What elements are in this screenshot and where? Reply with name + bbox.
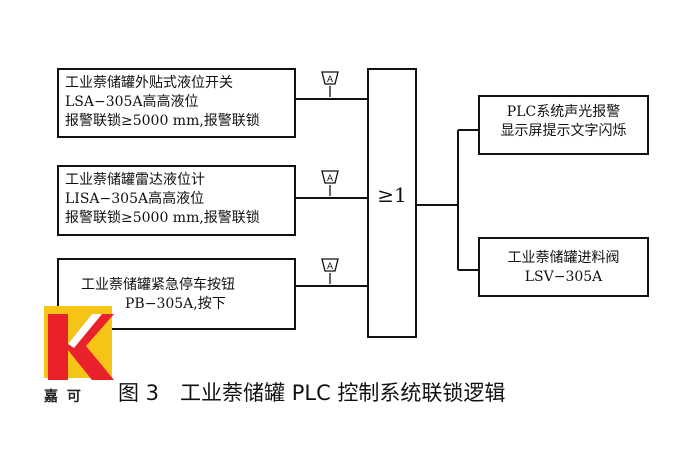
input-text: PB−305A,按下 [125, 296, 226, 312]
input-text: 工业萘储罐紧急停车按钮 [81, 277, 235, 293]
output-box-feed-valve: 工业萘储罐进料阀 LSV−305A [478, 237, 649, 297]
input-text: 工业萘储罐雷达液位计 [65, 172, 205, 188]
figure-caption: 图 3 工业萘储罐 PLC 控制系统联锁逻辑 [118, 381, 506, 405]
indicator-symbol-2: A [321, 170, 339, 196]
indicator-label-2: A [327, 173, 333, 183]
or-gate-label: ≥1 [377, 183, 407, 207]
output-text: LSV−305A [524, 269, 603, 285]
indicator-symbol-3: A [321, 258, 339, 284]
input-box-radar-level: 工业萘储罐雷达液位计 LISA−305A高高液位 报警联锁≥5000 mm,报警… [57, 165, 296, 236]
watermark-text: 嘉 可 [44, 389, 83, 405]
input-text: 报警联锁≥5000 mm,报警联锁 [65, 113, 260, 129]
output-text: 显示屏提示文字闪烁 [500, 123, 627, 139]
watermark-logo [44, 306, 114, 380]
input-text: LSA−305A高高液位 [65, 94, 199, 110]
output-box-alarm: PLC系统声光报警 显示屏提示文字闪烁 [478, 95, 649, 155]
output-text: PLC系统声光报警 [506, 104, 621, 120]
output-text: 工业萘储罐进料阀 [507, 250, 620, 266]
indicator-symbol-1: A [321, 71, 339, 97]
indicator-label-3: A [327, 261, 333, 271]
input-text: 报警联锁≥5000 mm,报警联锁 [65, 210, 260, 226]
input-text: LISA−305A高高液位 [65, 191, 205, 207]
input-text: 工业萘储罐外贴式液位开关 [65, 75, 233, 91]
or-gate-box: ≥1 [367, 68, 417, 338]
input-box-level-switch: 工业萘储罐外贴式液位开关 LSA−305A高高液位 报警联锁≥5000 mm,报… [57, 68, 296, 138]
indicator-label-1: A [327, 74, 333, 84]
